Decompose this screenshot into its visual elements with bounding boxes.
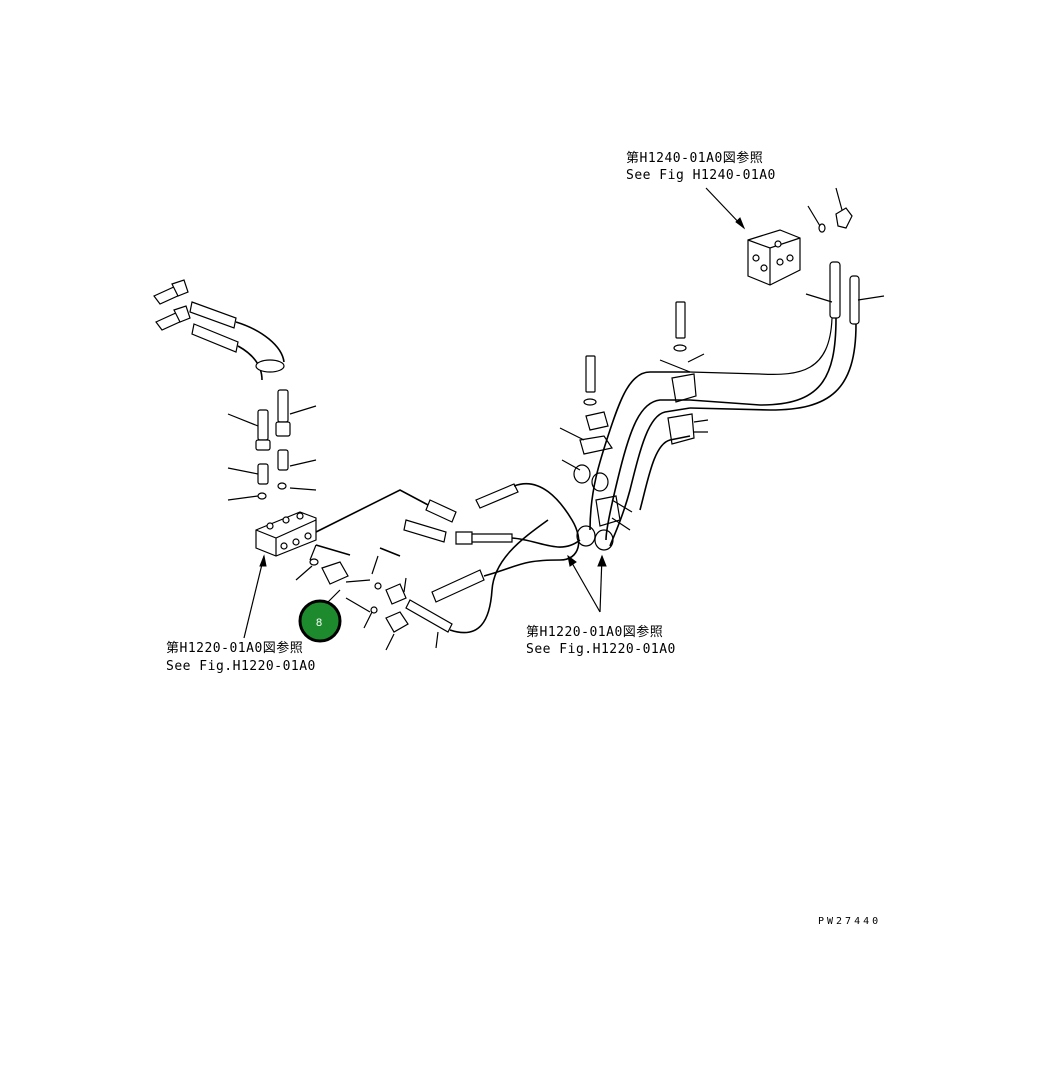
bolts-center xyxy=(583,301,687,406)
reference-arrows xyxy=(243,187,746,639)
clamps-center xyxy=(559,353,709,551)
vertical-fittings-left xyxy=(227,389,317,501)
fittings-top-left xyxy=(153,279,239,353)
reference-label-jp: 第H1240-01A0図参照 xyxy=(626,150,763,166)
hose-loop-left xyxy=(235,321,285,381)
drawing-code: PW27440 xyxy=(818,916,881,927)
reference-label-h1220-left: 第H1220-01A0図参照 See Fig.H1220-01A0 xyxy=(166,640,316,674)
reference-label-h1220-right: 第H1220-01A0図参照 See Fig.H1220-01A0 xyxy=(526,624,676,657)
hoses-center xyxy=(589,359,691,547)
valve-block-top-right xyxy=(747,229,801,286)
reference-label-en: See Fig H1240-01A0 xyxy=(626,168,776,183)
reference-label-en: See Fig.H1220-01A0 xyxy=(166,659,316,674)
callout-marker[interactable]: 8 xyxy=(298,599,342,643)
reference-label-jp: 第H1220-01A0図参照 xyxy=(526,624,663,640)
adapter-fittings-bottom xyxy=(295,555,409,651)
reference-label-h1240: 第H1240-01A0図参照 See Fig H1240-01A0 xyxy=(626,150,776,183)
hoses-lower-left xyxy=(309,482,581,649)
manifold-block-left xyxy=(255,511,317,557)
callout-label: 8 xyxy=(316,617,322,629)
reference-label-jp: 第H1220-01A0図参照 xyxy=(166,640,303,656)
elbow-fitting-top-right xyxy=(807,187,853,233)
reference-label-en: See Fig.H1220-01A0 xyxy=(526,642,676,657)
hoses-right xyxy=(689,261,885,411)
